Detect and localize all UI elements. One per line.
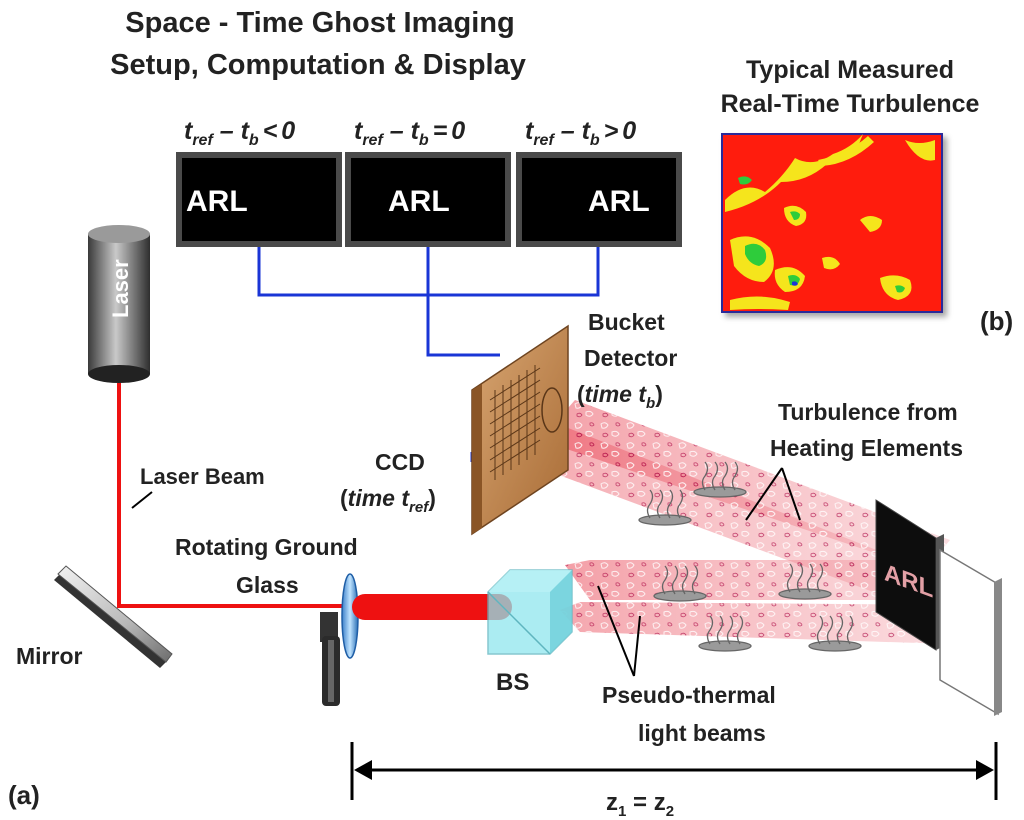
heating-element: [693, 461, 747, 498]
panel-label-b: (b): [980, 306, 1013, 336]
beam-splitter: [487, 569, 573, 655]
laser-label: Laser: [108, 259, 133, 318]
bucket-time-label: (time tb): [577, 381, 663, 412]
label-relation: >: [604, 117, 619, 145]
rotating-ground-glass: [320, 573, 359, 706]
label-b: b: [590, 132, 600, 149]
imaging-screen: [939, 548, 1002, 716]
ccd-bucket-detector: [471, 324, 569, 536]
ccd-label: CCD: [375, 449, 425, 475]
distance-indicator: [350, 742, 998, 800]
monitor-label-3: tref – tb>0: [525, 117, 636, 149]
monitor-3-text: ARL: [588, 185, 650, 218]
title-line-1: Space - Time Ghost Imaging: [125, 7, 514, 39]
laser-beam: [117, 383, 348, 608]
heating-element: [808, 615, 862, 652]
heating-element: [698, 615, 752, 652]
label-t: t: [525, 117, 535, 145]
label-minus: –: [554, 117, 582, 145]
label-zero: 0: [281, 117, 295, 145]
laser-beam-pointer: [131, 491, 153, 509]
label-relation: =: [433, 117, 448, 145]
heating-element: [778, 563, 832, 600]
monitor-3: ARL: [516, 152, 682, 247]
panel-label-a: (a): [8, 780, 40, 810]
distance-z1: z: [606, 789, 618, 816]
label-zero: 0: [451, 117, 465, 145]
laser-beam-label: Laser Beam: [140, 464, 265, 489]
svg-text:tref – tb=0: tref – tb=0: [354, 117, 465, 149]
pseudo-thermal-label-2: light beams: [638, 720, 766, 746]
label-minus: –: [213, 117, 241, 145]
turbulence-label-1: Turbulence from: [778, 399, 958, 425]
bucket-label-1: Bucket: [588, 309, 665, 335]
pseudo-thermal-beams: [505, 400, 980, 645]
label-t: t: [582, 117, 592, 145]
ground-glass-label-1: Rotating Ground: [175, 534, 358, 560]
monitor-label-2: tref – tb=0: [354, 117, 465, 149]
monitor-1: ARL: [176, 152, 342, 247]
turbulence-title-line-2: Real-Time Turbulence: [721, 90, 980, 118]
bucket-sub: b: [646, 395, 655, 412]
distance-z2: z: [654, 789, 666, 816]
label-ref: ref: [362, 132, 384, 149]
pseudo-thermal-label-1: Pseudo-thermal: [602, 682, 776, 708]
distance-eq: =: [626, 789, 653, 816]
label-ref: ref: [192, 132, 214, 149]
label-minus: –: [383, 117, 411, 145]
heating-element: [638, 489, 692, 526]
label-zero: 0: [622, 117, 636, 145]
distance-label: z1 = z2: [606, 789, 674, 820]
turbulence-label-2: Heating Elements: [770, 435, 963, 461]
label-t: t: [241, 117, 251, 145]
monitor-1-text: ARL: [186, 185, 248, 218]
bucket-time: time t: [585, 381, 648, 407]
pseudo-thermal-pointers: [597, 585, 641, 677]
heating-element: [653, 565, 707, 602]
laser-to-bs-beam: [352, 594, 512, 620]
label-b: b: [249, 132, 259, 149]
distance-sub2: 2: [666, 803, 674, 820]
label-t: t: [354, 117, 364, 145]
monitor-2-text: ARL: [388, 185, 450, 218]
label-t: t: [184, 117, 194, 145]
heating-elements: [638, 461, 862, 652]
distance-sub1: 1: [618, 803, 626, 820]
bucket-label-2: Detector: [584, 345, 677, 371]
mirror-label: Mirror: [16, 643, 83, 669]
title-line-2: Setup, Computation & Display: [110, 49, 526, 81]
ccd-time-label: (time tref): [340, 485, 436, 516]
svg-text:tref – tb<0: tref – tb<0: [184, 117, 295, 149]
bs-label: BS: [496, 669, 529, 696]
turbulence-title-line-1: Typical Measured: [746, 56, 954, 84]
mirror: [54, 565, 173, 668]
monitor-label-1: tref – tb<0: [184, 117, 295, 149]
label-t: t: [411, 117, 421, 145]
ground-glass-label-2: Glass: [236, 572, 299, 598]
ccd-time: time t: [348, 485, 411, 511]
label-ref: ref: [533, 132, 555, 149]
ccd-sub: ref: [409, 499, 430, 516]
svg-text:tref – tb>0: tref – tb>0: [525, 117, 636, 149]
monitor-2: ARL: [345, 152, 511, 247]
turbulence-image: [721, 133, 943, 313]
label-b: b: [419, 132, 429, 149]
laser-source: Laser: [88, 225, 150, 383]
label-relation: <: [263, 117, 278, 145]
turbulence-pointers: [745, 467, 801, 521]
